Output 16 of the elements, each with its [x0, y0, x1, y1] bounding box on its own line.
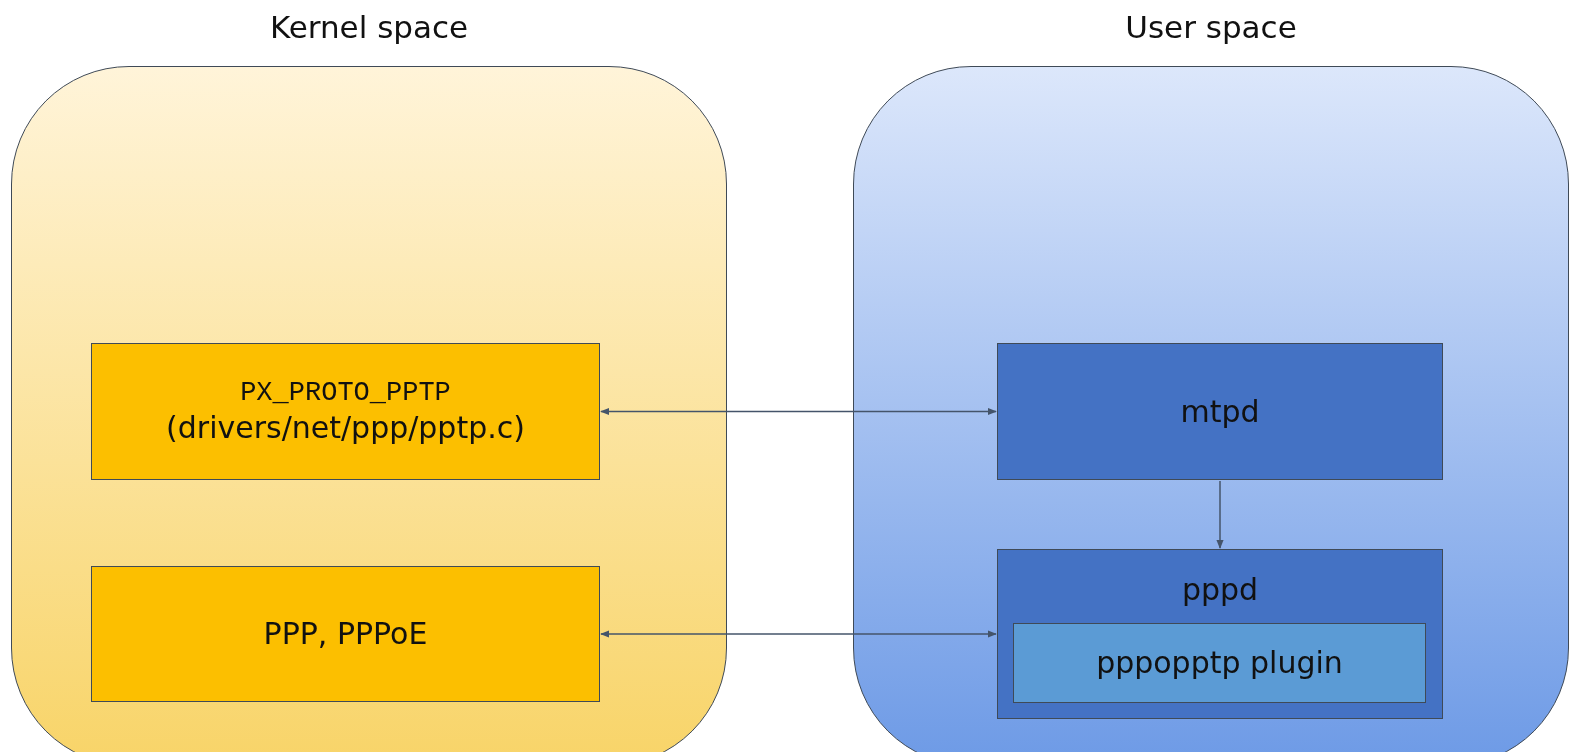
module-label: pppopptp plugin [1096, 645, 1343, 681]
protocol-name: PX_PROTO_PPTP [240, 377, 451, 410]
plugin-box [1013, 623, 1426, 703]
module-box [91, 343, 600, 480]
module-label: PPP, PPPoE [263, 616, 428, 652]
panel-heading: User space [1124, 9, 1298, 45]
arrow [600, 630, 997, 638]
daemon-box [997, 549, 1443, 719]
module-label: pppd [1180, 572, 1260, 608]
arrow [1216, 480, 1224, 549]
module-label: mtpd [1180, 393, 1260, 430]
arrow [600, 407, 997, 416]
panel-heading: Kernel space [268, 9, 470, 45]
module-box [91, 566, 600, 702]
daemon-box [997, 343, 1443, 480]
source-path: (drivers/net/ppp/pptp.c) [166, 409, 525, 446]
